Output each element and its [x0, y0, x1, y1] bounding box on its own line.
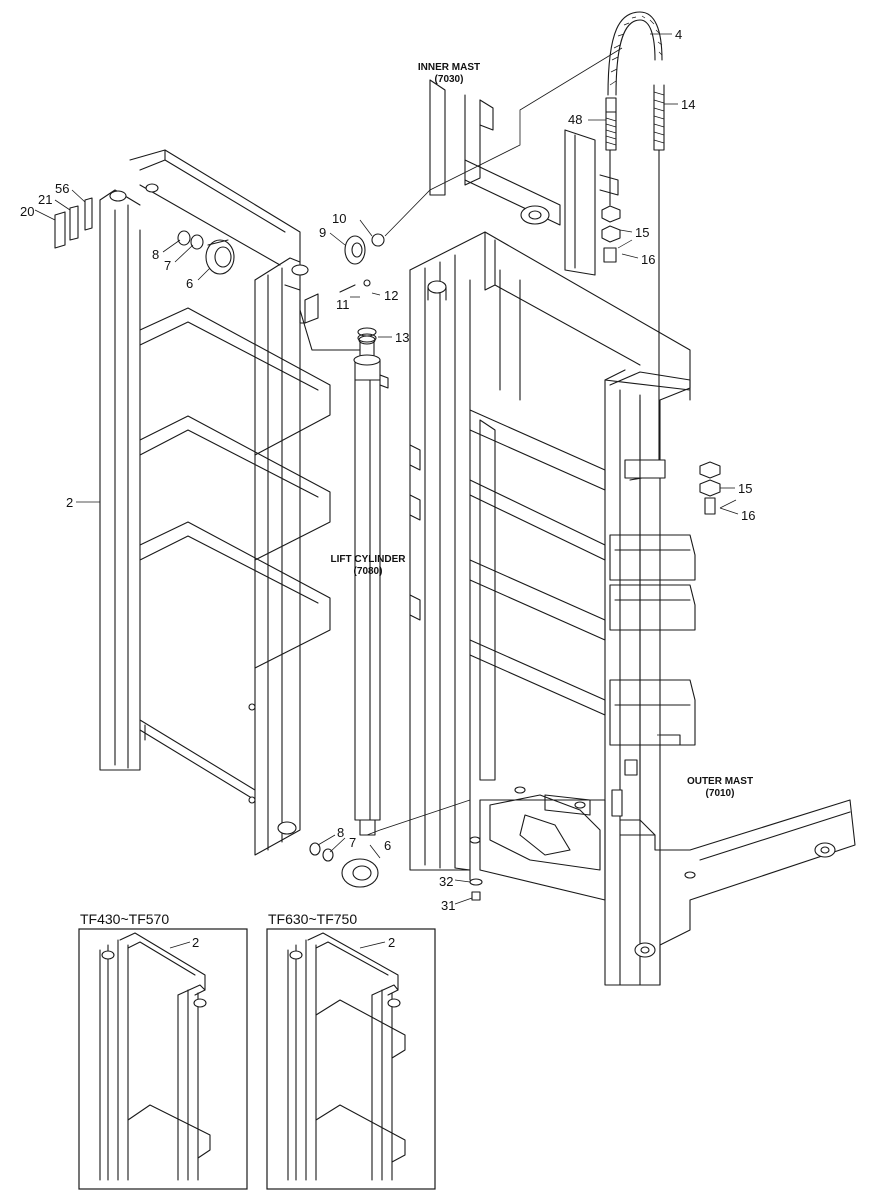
outer-mast-drawing	[409, 231, 856, 986]
lift-cylinder-drawing	[353, 335, 389, 836]
part-number: 31	[441, 898, 455, 913]
inset-right-part-number: 2	[388, 935, 395, 950]
lift-cylinder-label: LIFT CYLINDER	[331, 554, 407, 565]
part-number: 16	[641, 252, 655, 267]
outer-mast-label: OUTER MAST	[687, 776, 753, 787]
inner-mast-code: (7030)	[435, 74, 464, 85]
outer-mast-code: (7010)	[706, 788, 735, 799]
part-number: 15	[635, 225, 649, 240]
leader-lines	[34, 33, 739, 905]
inset-left-part-number: 2	[192, 935, 199, 950]
part-number: 14	[681, 97, 695, 112]
inner-mast-label: INNER MAST	[418, 62, 480, 73]
part-number: 12	[384, 288, 398, 303]
part-number: 7	[349, 835, 356, 850]
part-number: 56	[55, 181, 69, 196]
part-number: 6	[384, 838, 391, 853]
chain-assembly	[601, 11, 737, 515]
part-number: 4	[675, 27, 682, 42]
part-number: 8	[152, 247, 159, 262]
part-numbers: 4 14 48 15 16 15 16 2 9 10 11 12 13 8 7 …	[20, 27, 755, 913]
part-number: 10	[332, 211, 346, 226]
part-number: 20	[20, 204, 34, 219]
hardware-parts	[54, 197, 483, 901]
inset-left-title: TF430~TF570	[80, 911, 169, 927]
part-number: 32	[439, 874, 453, 889]
inner-mast-frame-drawing	[99, 149, 361, 856]
section-labels: INNER MAST (7030) LIFT CYLINDER (7080) O…	[331, 62, 754, 799]
part-number: 16	[741, 508, 755, 523]
inner-mast-drawing	[429, 79, 619, 276]
part-number: 7	[164, 258, 171, 273]
part-number: 11	[336, 297, 350, 312]
inset-right: TF630~TF750 2	[266, 911, 436, 1190]
part-number: 13	[395, 330, 409, 345]
lift-cylinder-code: (7080)	[354, 566, 383, 577]
part-number: 48	[568, 112, 582, 127]
part-number: 6	[186, 276, 193, 291]
part-number: 21	[38, 192, 52, 207]
inset-right-title: TF630~TF750	[268, 911, 357, 927]
part-number: 15	[738, 481, 752, 496]
inset-left: TF430~TF570 2	[78, 911, 248, 1190]
part-number: 8	[337, 825, 344, 840]
part-number: 2	[66, 495, 73, 510]
part-number: 9	[319, 225, 326, 240]
